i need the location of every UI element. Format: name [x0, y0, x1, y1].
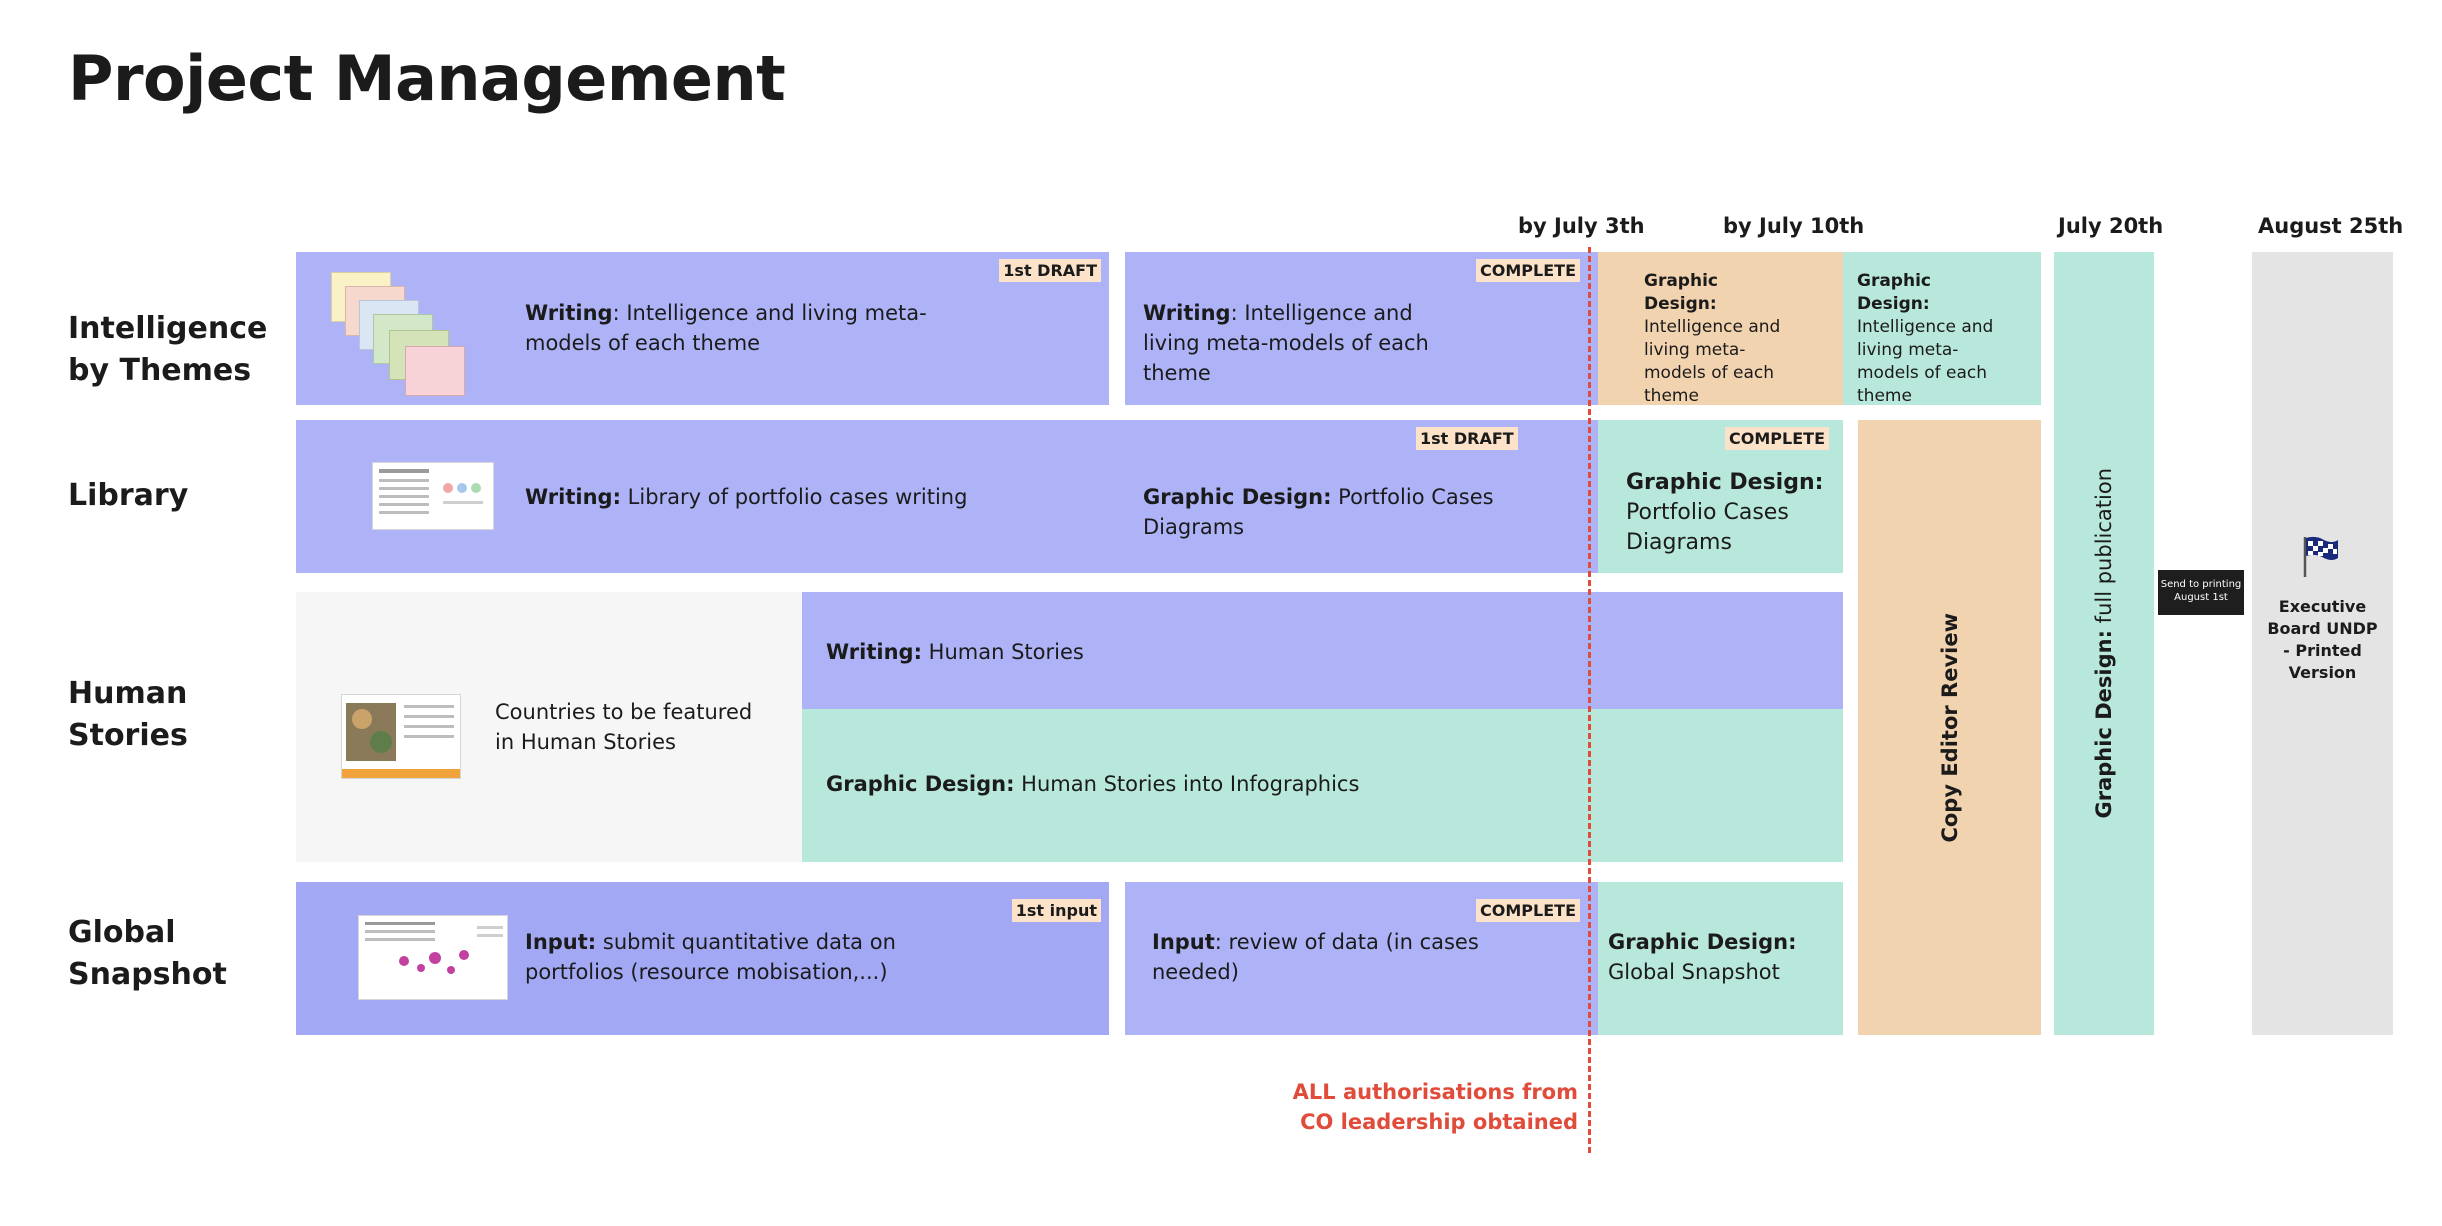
library-writing-block[interactable]: Writing: Library of portfolio cases writ…: [296, 420, 1598, 573]
executive-board-block[interactable]: Executive Board UNDP - Printed Version: [2252, 252, 2393, 1035]
milestone-july20: July 20th: [2058, 214, 2164, 238]
row-label-global: Global Snapshot: [68, 915, 227, 992]
human-design-text: Graphic Design: Human Stories into Infog…: [826, 772, 1360, 796]
copy-editor-review-text: Copy Editor Review: [1937, 612, 1962, 843]
deadline-dashed-line: [1588, 247, 1591, 1153]
themes-design-block[interactable]: Graphic Design: Intelligence and living …: [1598, 252, 1843, 406]
global-design-block[interactable]: Graphic Design:Global Snapshot: [1598, 882, 1843, 1035]
human-writing-block[interactable]: Writing: Human Stories: [802, 592, 1843, 709]
global-thumbnail: [358, 915, 508, 1000]
tag-complete: COMPLETE: [1476, 899, 1580, 922]
human-design-block[interactable]: Graphic Design: Human Stories into Infog…: [802, 709, 1843, 862]
tag-first-draft: 1st DRAFT: [1416, 427, 1518, 450]
human-thumbnail: [341, 694, 461, 779]
page-title: Project Management: [68, 42, 786, 115]
themes-thumbnail-stack: [331, 272, 501, 398]
milestone-july10: by July 10th: [1723, 214, 1865, 238]
tag-first-draft: 1st DRAFT: [999, 259, 1101, 282]
human-writing-text: Writing: Human Stories: [826, 640, 1084, 664]
tag-complete: COMPLETE: [1476, 259, 1580, 282]
themes-design-review-block[interactable]: Graphic Design: Intelligence and living …: [1843, 252, 2041, 406]
tag-complete: COMPLETE: [1725, 427, 1829, 450]
milestone-july3: by July 3th: [1518, 214, 1645, 238]
library-design-complete-block[interactable]: COMPLETE Graphic Design: Portfolio Cases…: [1598, 420, 1843, 573]
deadline-note: ALL authorisations from CO leadership ob…: [1292, 1080, 1578, 1134]
global-design-text: Graphic Design:Global Snapshot: [1608, 930, 1797, 984]
library-design-complete-text: Graphic Design: Portfolio Cases Diagrams: [1626, 470, 1824, 555]
global-input-block[interactable]: 1st input Input: submit quantitative dat…: [296, 882, 1109, 1035]
themes-writing-draft-block[interactable]: 1st DRAFT Writing: Intelligence and livi…: [296, 252, 1109, 405]
milestone-aug25: August 25th: [2258, 214, 2404, 238]
library-writing-text: Writing: Library of portfolio cases writ…: [525, 485, 968, 509]
send-to-printing-badge: Send to printing August 1st: [2158, 570, 2244, 615]
human-countries-block[interactable]: Countries to be featured in Human Storie…: [296, 592, 802, 862]
themes-writing-complete-text: Writing: Intelligence and living meta-mo…: [1143, 301, 1429, 385]
library-design-text: Graphic Design: Portfolio Cases Diagrams: [1143, 485, 1494, 539]
global-review-block[interactable]: COMPLETE Input: review of data (in cases…: [1125, 882, 1598, 1035]
checkered-flag-icon: [2303, 536, 2338, 577]
themes-design-review-text: Graphic Design: Intelligence and living …: [1857, 271, 1994, 406]
tag-first-input: 1st input: [1011, 899, 1101, 922]
row-label-themes: Intelligence by Themes: [68, 311, 268, 388]
full-publication-text: Graphic Design: full publication: [2092, 468, 2116, 819]
row-label-library: Library: [68, 478, 189, 513]
executive-board-text: Executive Board UNDP - Printed Version: [2267, 597, 2378, 682]
copy-editor-review-block[interactable]: Copy Editor Review: [1858, 420, 2041, 1035]
themes-design-text: Graphic Design: Intelligence and living …: [1644, 271, 1781, 406]
global-input-text: Input: submit quantitative data on portf…: [525, 930, 896, 984]
library-thumbnail: [372, 462, 494, 530]
row-label-human: Human Stories: [68, 676, 188, 753]
human-countries-text: Countries to be featured in Human Storie…: [495, 700, 753, 754]
global-review-text: Input: review of data (in cases needed): [1152, 930, 1479, 984]
full-publication-block[interactable]: Graphic Design: full publication: [2054, 252, 2154, 1035]
themes-writing-text: Writing: Intelligence and living meta-mo…: [525, 301, 927, 355]
themes-writing-complete-block[interactable]: COMPLETE Writing: Intelligence and livin…: [1125, 252, 1598, 405]
